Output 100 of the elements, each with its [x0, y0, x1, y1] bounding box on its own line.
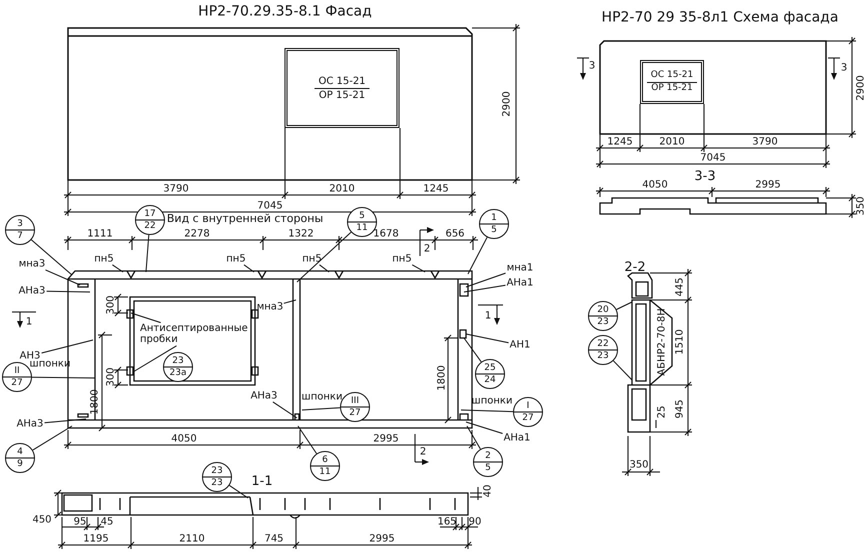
- view-title: НР2-70 29 35-8л1 Схема фасада: [602, 10, 838, 26]
- callout-number: 1: [491, 214, 497, 222]
- callout-number: 23: [211, 478, 223, 488]
- leader-line: [146, 234, 150, 272]
- dimension-value: 2900: [856, 75, 866, 101]
- callout-circle: [5, 443, 35, 473]
- dimension-value: 1678: [373, 228, 399, 240]
- dimension-value: 4050: [642, 180, 668, 190]
- dimension-value: 3790: [163, 184, 189, 194]
- dimension-value: 7045: [257, 200, 283, 212]
- view-title: НР2-70.29.35-8.1 Фасад: [198, 4, 372, 20]
- part-label: АНа3: [250, 390, 278, 402]
- leader-line: [466, 334, 510, 344]
- callout-number: 23: [211, 466, 223, 476]
- dimension-value: 2010: [659, 136, 685, 148]
- leader-line: [244, 264, 254, 272]
- callout-number: 11: [356, 224, 368, 232]
- callout-circle: [310, 451, 340, 481]
- part-label: пн5: [392, 254, 412, 264]
- leader-line: [32, 426, 72, 451]
- callout-circle: [202, 462, 232, 492]
- window-mark: ОР 15-21: [651, 82, 693, 94]
- dimension-value: 2278: [184, 228, 210, 240]
- callout-number: 9: [17, 460, 23, 468]
- dimension-value: 350: [856, 196, 866, 216]
- callout-number: III: [351, 396, 359, 406]
- view-title: Вид с внутренней стороны: [166, 212, 324, 226]
- callout-number: 7: [17, 232, 23, 240]
- callout-number: 6: [322, 456, 328, 464]
- callout-number: 23а: [170, 368, 186, 378]
- callout-number: 27: [11, 378, 23, 388]
- part-label: пн5: [226, 254, 246, 264]
- dimension-value: 2995: [373, 434, 399, 444]
- callout-number: 23: [172, 356, 184, 366]
- part-label: мна3: [256, 302, 284, 312]
- callout-number: 5: [491, 226, 497, 234]
- callout-circle: [473, 447, 503, 477]
- dimension-value: 90: [468, 516, 482, 528]
- dimension-value: 7045: [700, 152, 726, 164]
- leader-line: [302, 407, 340, 410]
- part-label: АН3: [20, 350, 40, 362]
- callout-number: 23: [597, 318, 609, 326]
- leader-line: [466, 422, 504, 434]
- section-number: 1: [26, 316, 32, 328]
- part-label: мна3: [18, 258, 46, 270]
- dimension-value: 2110: [179, 534, 205, 544]
- callout-circle: [588, 301, 618, 331]
- dimension-value: 350: [629, 460, 649, 470]
- section-number: 1: [484, 310, 492, 322]
- callout-number: 27: [522, 414, 534, 422]
- callout-number: 3: [17, 220, 23, 228]
- view-title: 2-2: [624, 260, 646, 276]
- leader-line: [130, 312, 162, 324]
- dimension-value: 2995: [755, 180, 781, 190]
- leader-line: [44, 418, 86, 424]
- dimension-value: 445: [674, 277, 686, 297]
- callout-number: 17: [144, 210, 156, 218]
- window-mark: ОС 15-21: [646, 70, 698, 82]
- leader-line: [296, 232, 352, 282]
- part-label: пн5: [94, 254, 114, 264]
- leader-line: [466, 272, 506, 288]
- callout-number: 24: [484, 376, 496, 384]
- callout-number: 5: [485, 464, 491, 472]
- callout-number: 22: [144, 222, 156, 230]
- leader-line: [460, 410, 514, 412]
- leader-line: [298, 426, 318, 454]
- dimension-value: 1111: [87, 228, 113, 240]
- dimension-value: 2995: [369, 534, 395, 544]
- section-number: 2: [424, 244, 430, 254]
- part-label: пн5: [302, 254, 322, 264]
- dimension-value: 1245: [423, 184, 449, 194]
- section-drawing: [626, 271, 674, 434]
- section-number: 3: [840, 62, 848, 74]
- callout-number: 25: [484, 364, 496, 372]
- dimension-value: 1510: [674, 329, 686, 355]
- leader-line: [466, 426, 481, 450]
- dimension-value: 745: [264, 534, 284, 544]
- dimension-value: 165: [437, 516, 457, 528]
- callout-circle: [340, 392, 370, 422]
- leader-line: [132, 345, 177, 372]
- window-mark: ОС 15-21: [314, 74, 370, 88]
- dimension-value: 2010: [329, 184, 355, 194]
- leader-line: [30, 239, 72, 276]
- section-drawing: [60, 491, 470, 517]
- callout-number: 23: [597, 352, 609, 360]
- dimension-value: 656: [445, 228, 465, 240]
- leader-line: [228, 484, 248, 498]
- section-number: 3: [588, 60, 596, 72]
- part-label: АНа3: [16, 418, 44, 430]
- callout-circle: [513, 397, 543, 427]
- window-box: [640, 60, 704, 104]
- leader-line: [612, 360, 632, 380]
- callout-number: 2: [485, 452, 491, 460]
- dimension-value: 95: [74, 516, 86, 528]
- part-label: шпонки: [472, 396, 512, 406]
- dimension-value: 40: [482, 484, 494, 498]
- dimension-value: 2900: [502, 91, 512, 117]
- dimension-value: 3790: [752, 136, 778, 148]
- dimension-value: 45: [100, 516, 114, 528]
- callout-circle: [163, 352, 193, 382]
